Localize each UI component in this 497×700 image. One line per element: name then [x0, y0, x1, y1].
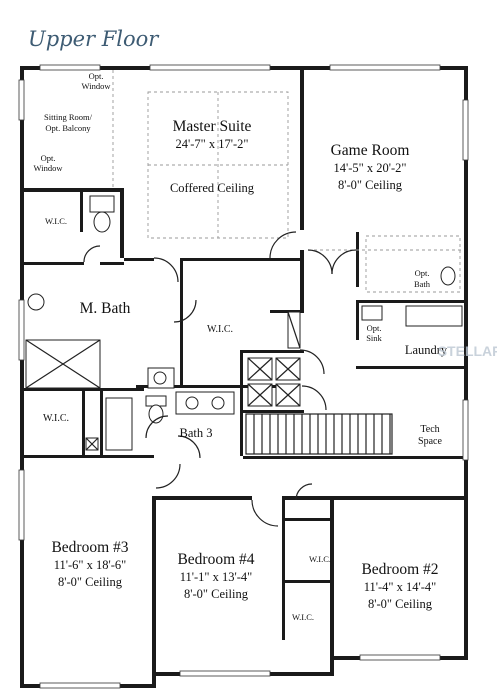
floor-title: Upper Floor	[28, 27, 160, 51]
door-swings	[83, 231, 357, 527]
bedroom4-ceiling: 8'-0" Ceiling	[184, 587, 249, 601]
coffered-ceiling-lines	[112, 70, 464, 251]
tech-space-label-2: Space	[418, 436, 442, 447]
sitting-room-label: Sitting Room/	[44, 112, 93, 122]
tech-space-label: Tech	[420, 424, 439, 435]
game-room-dims: 14'-5" x 20'-2"	[333, 161, 406, 175]
bedroom3-label: Bedroom #3	[51, 539, 128, 556]
wic-bed2a-label: W.I.C.	[309, 554, 331, 564]
opt-bath-label-2: Bath	[414, 279, 431, 289]
master-suite-dims: 24'-7" x 17'-2"	[175, 137, 248, 151]
opt-sink-label-2: Sink	[366, 333, 382, 343]
room-labels: Opt. Window Sitting Room/ Opt. Balcony O…	[34, 71, 448, 622]
bath3-label: Bath 3	[180, 426, 213, 440]
stair-frame	[245, 413, 393, 455]
bedroom3-ceiling: 8'-0" Ceiling	[58, 575, 123, 589]
bedroom2-dims: 11'-4" x 14'-4"	[364, 580, 437, 594]
bedroom3-dims: 11'-6" x 18'-6"	[54, 558, 127, 572]
fixtures	[25, 195, 463, 451]
opt-bath-label: Opt.	[415, 268, 430, 278]
watermark-text: STELLAR	[438, 343, 497, 359]
master-suite-label: Master Suite	[173, 118, 252, 135]
m-bath-label: M. Bath	[80, 300, 131, 317]
laundry-label: Laundry	[405, 343, 448, 357]
sitting-room-label-2: Opt. Balcony	[45, 123, 91, 133]
bedroom2-ceiling: 8'-0" Ceiling	[368, 597, 433, 611]
wic-master-label: W.I.C.	[45, 216, 67, 226]
opt-window-left-label: Opt.	[41, 153, 56, 163]
opt-window-left-label-2: Window	[34, 163, 64, 173]
windows	[18, 64, 469, 689]
bedroom4-label: Bedroom #4	[177, 551, 254, 568]
interior-walls	[24, 70, 464, 640]
game-room-label: Game Room	[331, 142, 410, 159]
opt-sink-label: Opt.	[367, 323, 382, 333]
bedroom2-label: Bedroom #2	[361, 561, 438, 578]
bedroom4-dims: 11'-1" x 13'-4"	[180, 570, 253, 584]
opt-window-top-label: Opt.	[89, 71, 104, 81]
coffered-ceiling-label: Coffered Ceiling	[170, 181, 255, 195]
wic-bed2b-label: W.I.C.	[292, 612, 314, 622]
staircase	[245, 413, 393, 455]
wic-bed3-label: W.I.C.	[43, 413, 69, 424]
wic-center-label: W.I.C.	[207, 324, 233, 335]
opt-window-top-label-2: Window	[82, 81, 112, 91]
game-room-ceiling: 8'-0" Ceiling	[338, 178, 403, 192]
